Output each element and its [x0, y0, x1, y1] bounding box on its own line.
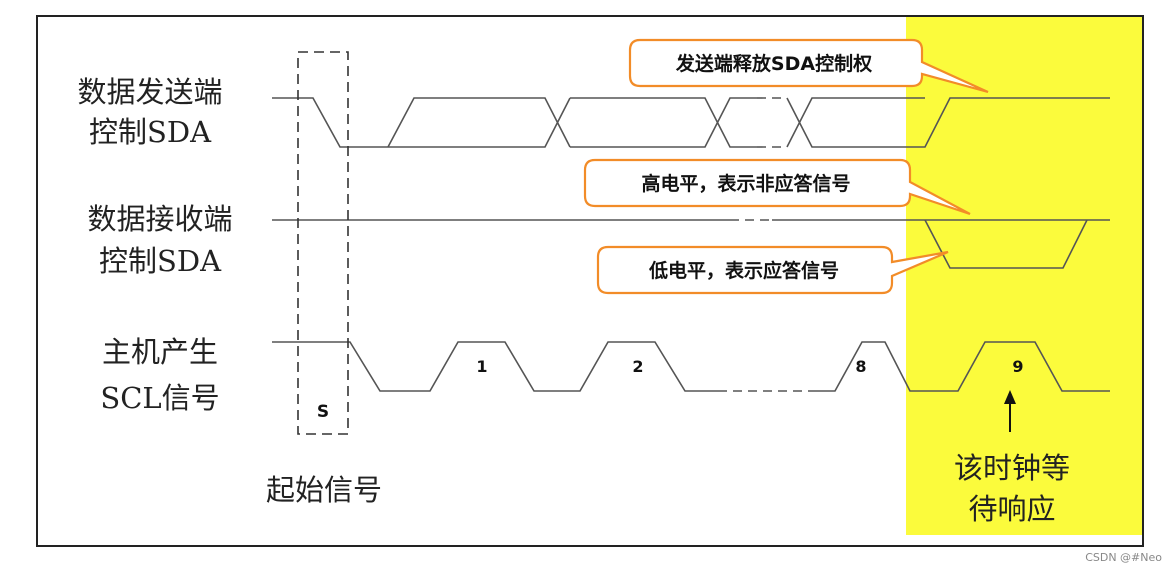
watermark: CSDN @#Neo — [1085, 551, 1162, 564]
ack-clock-highlight — [906, 17, 1142, 535]
callout-high-text: 高电平，表示非应答信号 — [641, 172, 850, 195]
sender-label-line1: 数据发送端 — [77, 75, 222, 109]
sender-sda-waveform — [272, 97, 1110, 148]
clock-number-9: 9 — [1012, 357, 1023, 376]
callout-high: 高电平，表示非应答信号 — [583, 158, 971, 216]
clock-number-8: 8 — [855, 357, 866, 376]
receiver-label-line2: 控制SDA — [99, 244, 222, 278]
clock-number-1: 1 — [476, 357, 487, 376]
master-label-line1: 主机产生 — [102, 335, 218, 369]
master-label-line2: SCL信号 — [100, 381, 219, 415]
clock-number-2: 2 — [632, 357, 643, 376]
start-caption: 起始信号 — [266, 473, 382, 507]
callout-low: 低电平，表示应答信号 — [596, 245, 949, 295]
start-condition-box — [297, 51, 349, 435]
sender-label-line2: 控制SDA — [89, 115, 212, 149]
start-box-label: S — [317, 402, 329, 422]
ack-note-line2: 待响应 — [968, 492, 1055, 526]
scl-waveform — [272, 341, 1110, 392]
ack-arrow — [1004, 390, 1016, 432]
receiver-label-line1: 数据接收端 — [87, 202, 232, 236]
callout-release: 发送端释放SDA控制权 — [628, 38, 989, 94]
callout-low-text: 低电平，表示应答信号 — [648, 259, 839, 282]
ack-note-line1: 该时钟等 — [954, 451, 1070, 485]
callout-release-text: 发送端释放SDA控制权 — [675, 52, 872, 75]
